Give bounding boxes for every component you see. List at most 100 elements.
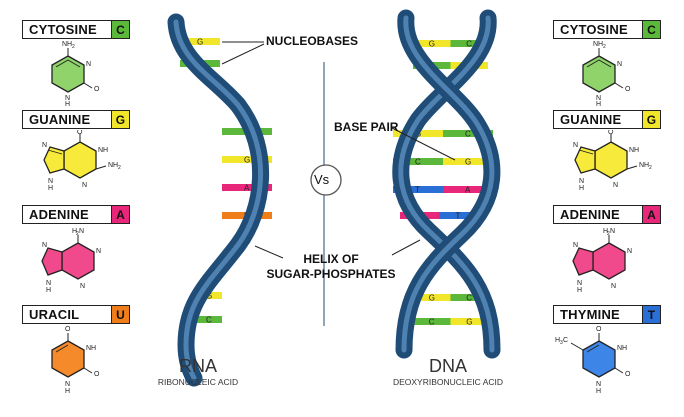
dna-pair-1-right: C — [450, 40, 488, 49]
nucleobases-callout: NUCLEOBASES — [266, 34, 359, 48]
dna-pair-6-right: T — [439, 212, 478, 221]
dna-title: DNA — [428, 356, 467, 376]
svg-text:H: H — [596, 101, 601, 106]
dna-pair-4-left-letter: C — [415, 158, 421, 167]
vs-label: Vs — [314, 172, 330, 187]
rna-base-1: G — [180, 38, 220, 47]
svg-text:H: H — [48, 185, 53, 192]
helix-callout-line-1: HELIX OF — [303, 252, 359, 266]
helix-leader-rna — [254, 245, 284, 259]
svg-text:H: H — [65, 101, 70, 106]
dna-pair-1-left-letter: G — [429, 40, 435, 49]
dna-pair-4-left-bar — [393, 158, 443, 165]
svg-text:NH: NH — [108, 162, 118, 169]
dna-helix-strand-back-highlight — [398, 15, 495, 353]
letter-badge: C — [642, 21, 660, 38]
svg-text:N: N — [96, 248, 101, 255]
svg-text:O: O — [77, 130, 83, 136]
svg-text:N: N — [42, 142, 47, 149]
svg-text:N: N — [42, 242, 47, 249]
svg-text:N: N — [573, 142, 578, 149]
vs-circle — [310, 164, 342, 196]
svg-text:H: H — [603, 228, 608, 235]
svg-text:O: O — [94, 86, 100, 93]
svg-text:N: N — [611, 283, 616, 290]
dna-pair-4-right-letter: G — [465, 158, 471, 167]
rna-base-1-letter: G — [197, 38, 203, 47]
svg-text:N: N — [86, 61, 91, 68]
rna-base-4-letter: G — [244, 156, 250, 165]
label-name: GUANINE — [560, 112, 622, 127]
label-thymine-right: THYMINE T — [553, 305, 661, 324]
dna-pair-7-left-bar — [413, 294, 451, 301]
svg-text:2: 2 — [76, 231, 79, 237]
svg-text:N: N — [80, 283, 85, 290]
svg-text:N: N — [48, 178, 53, 185]
svg-text:O: O — [596, 326, 602, 333]
svg-text:N: N — [577, 280, 582, 287]
label-cytosine-right: CYTOSINE C — [553, 20, 661, 39]
svg-text:H: H — [579, 185, 584, 192]
rna-base-8: C — [196, 316, 222, 325]
svg-text:N: N — [596, 95, 601, 102]
svg-text:2: 2 — [607, 231, 610, 237]
dna-pair-5-left-letter: T — [415, 186, 420, 195]
rna-base-5-bar — [222, 184, 272, 191]
svg-text:H: H — [72, 228, 77, 235]
rna-base-8-bar — [196, 316, 222, 323]
dna-pair-8-right-letter: G — [466, 318, 472, 327]
svg-text:C: C — [563, 337, 568, 344]
dna-pair-1-left: G — [413, 40, 451, 49]
dna-pair-8-left-bar — [413, 318, 451, 325]
dna-helix-strand-front-highlight — [401, 15, 495, 353]
svg-text:NH: NH — [629, 147, 639, 154]
rna-title: RNA — [178, 356, 217, 376]
label-name: ADENINE — [29, 207, 89, 222]
rna-subtitle: RIBONUCLEIC ACID — [157, 377, 239, 387]
label-name: THYMINE — [560, 307, 620, 322]
letter-badge: T — [642, 306, 660, 323]
rna-base-1-bar — [180, 38, 220, 45]
svg-text:N: N — [596, 381, 601, 388]
rna-base-8-letter: C — [206, 316, 212, 325]
dna-pair-8-left: C — [413, 318, 451, 327]
dna-subtitle: DEOXYRIBONUCLEIC ACID — [392, 377, 504, 387]
svg-text:H: H — [555, 337, 560, 344]
letter-badge: U — [111, 306, 129, 323]
svg-text:N: N — [617, 61, 622, 68]
base-pair-callout: BASE PAIR — [334, 120, 399, 134]
dna-pair-3-right-letter: C — [465, 130, 471, 139]
letter-badge: A — [642, 206, 660, 223]
svg-text:N: N — [65, 95, 70, 102]
dna-pair-1-right-letter: C — [466, 40, 472, 49]
atom-label: NH — [62, 41, 72, 48]
svg-text:O: O — [625, 86, 631, 93]
svg-text:2: 2 — [603, 44, 606, 50]
dna-pair-7-left-letter: G — [429, 294, 435, 303]
svg-text:NH: NH — [86, 345, 96, 352]
letter-badge: C — [111, 21, 129, 38]
dna-pair-7-right-letter: C — [466, 294, 472, 303]
svg-text:O: O — [625, 371, 631, 378]
dna-pair-5-left-bar — [393, 186, 443, 193]
dna-pair-8-left-letter: C — [429, 318, 435, 327]
svg-text:N: N — [46, 280, 51, 287]
svg-text:N: N — [627, 248, 632, 255]
svg-text:N: N — [610, 228, 615, 235]
svg-text:NH: NH — [593, 41, 603, 48]
uracil-structure-left: O NH O N H — [51, 326, 100, 395]
svg-text:2: 2 — [649, 165, 652, 171]
dna-pair-5-right-bar — [443, 186, 493, 193]
dna-pair-5-left: T — [393, 186, 443, 195]
dna-pair-4-right-bar — [443, 158, 493, 165]
svg-text:3: 3 — [560, 340, 563, 346]
svg-text:2: 2 — [72, 44, 75, 50]
svg-text:NH: NH — [617, 345, 627, 352]
